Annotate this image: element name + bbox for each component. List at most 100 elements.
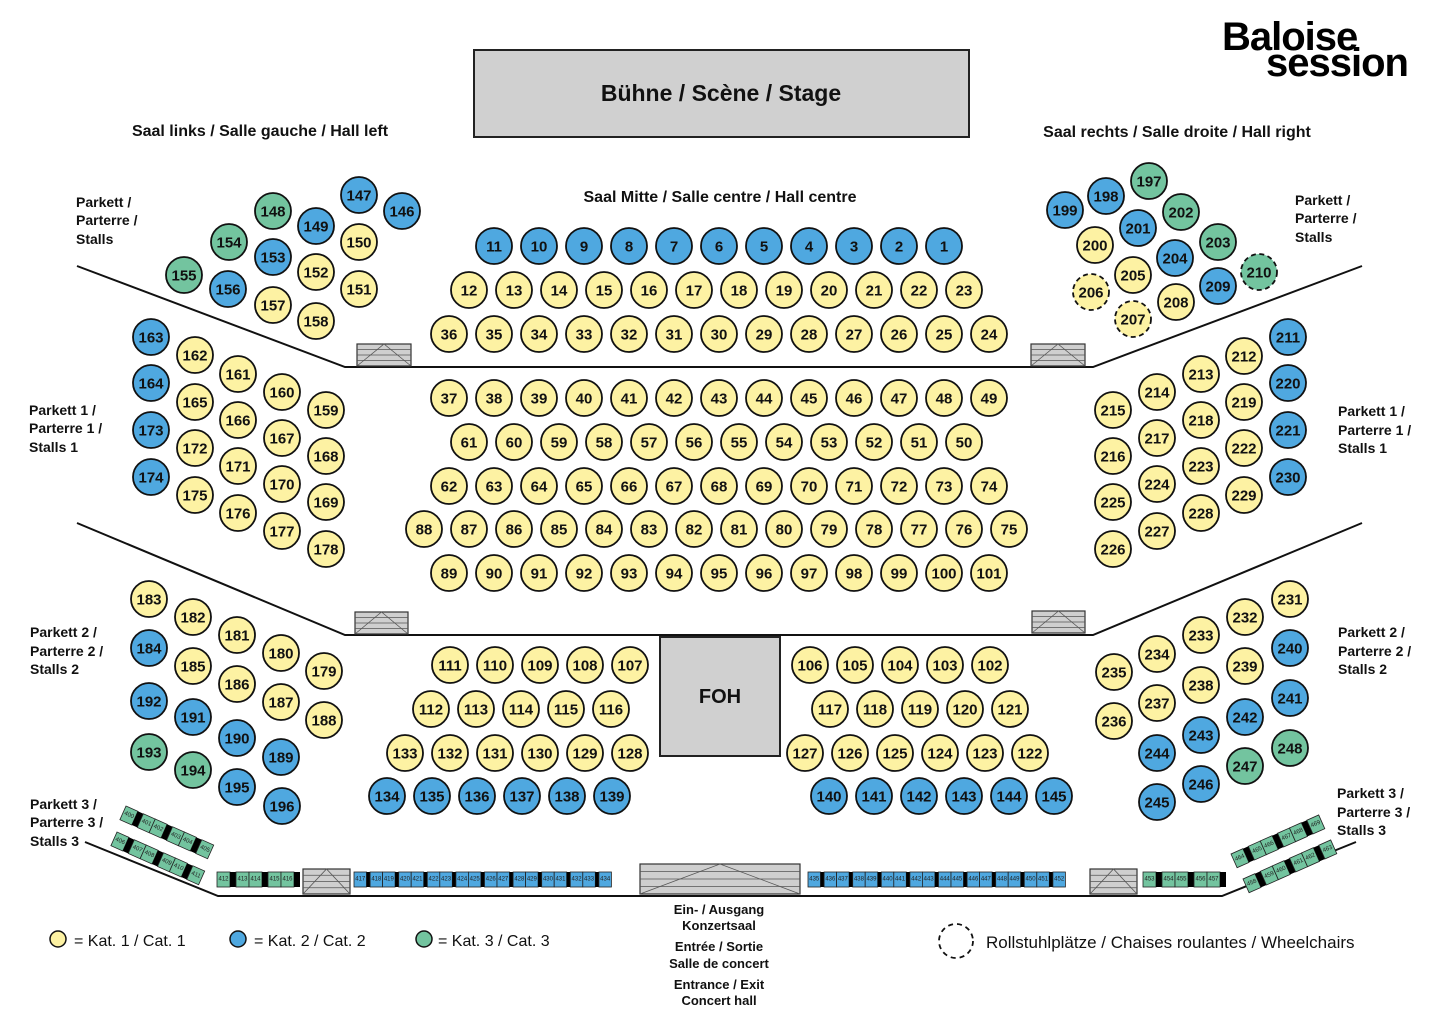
seat-426[interactable]: 426: [484, 871, 498, 888]
seat-83[interactable]: 83: [630, 510, 668, 548]
seat-circle[interactable]: [786, 734, 824, 772]
seat-6[interactable]: 6: [700, 227, 738, 265]
seat-179[interactable]: 179: [305, 652, 343, 690]
seat-circle[interactable]: [1199, 223, 1237, 261]
seat-circle[interactable]: [855, 510, 893, 548]
seat-437[interactable]: 437: [836, 871, 850, 888]
seat-circle[interactable]: [790, 379, 828, 417]
seat-64[interactable]: 64: [520, 467, 558, 505]
seat-41[interactable]: 41: [610, 379, 648, 417]
seat-458[interactable]: 458: [1242, 873, 1262, 894]
seat-circle[interactable]: [1138, 465, 1176, 503]
seat-circle[interactable]: [132, 458, 170, 496]
seat-89[interactable]: 89: [430, 554, 468, 592]
seat-420[interactable]: 420: [398, 871, 412, 888]
seat-circle[interactable]: [945, 423, 983, 461]
seat-214[interactable]: 214: [1138, 373, 1176, 411]
seat-circle[interactable]: [297, 207, 335, 245]
seat-417[interactable]: 417: [353, 871, 367, 888]
seat-424[interactable]: 424: [455, 871, 469, 888]
seat-418[interactable]: 418: [369, 871, 384, 888]
seat-127[interactable]: 127: [786, 734, 824, 772]
seat-428[interactable]: 428: [512, 871, 527, 888]
seat-circle[interactable]: [1035, 777, 1073, 815]
seat-178[interactable]: 178: [307, 530, 345, 568]
seat-54[interactable]: 54: [765, 423, 803, 461]
seat-423[interactable]: 423: [439, 871, 453, 888]
seat-circle[interactable]: [855, 423, 893, 461]
seat-85[interactable]: 85: [540, 510, 578, 548]
seat-93[interactable]: 93: [610, 554, 648, 592]
seat-circle[interactable]: [476, 734, 514, 772]
seat-circle[interactable]: [900, 271, 938, 309]
seat-431[interactable]: 431: [553, 871, 568, 888]
seat-98[interactable]: 98: [835, 554, 873, 592]
seat-circle[interactable]: [1225, 476, 1263, 514]
seat-circle[interactable]: [630, 423, 668, 461]
seat-circle[interactable]: [745, 227, 783, 265]
seat-421[interactable]: 421: [410, 871, 425, 888]
seat-210[interactable]: 210: [1240, 253, 1278, 291]
seat-102[interactable]: 102: [971, 646, 1009, 684]
seat-box[interactable]: [1271, 860, 1291, 881]
seat-circle[interactable]: [970, 467, 1008, 505]
seat-53[interactable]: 53: [810, 423, 848, 461]
seat-circle[interactable]: [297, 302, 335, 340]
seat-116[interactable]: 116: [592, 690, 630, 728]
seat-circle[interactable]: [855, 271, 893, 309]
seat-circle[interactable]: [176, 429, 214, 467]
seat-circle[interactable]: [307, 530, 345, 568]
seat-circle[interactable]: [1226, 598, 1264, 636]
seat-50[interactable]: 50: [945, 423, 983, 461]
seat-circle[interactable]: [1119, 209, 1157, 247]
seat-40[interactable]: 40: [565, 379, 603, 417]
seat-22[interactable]: 22: [900, 271, 938, 309]
seat-15[interactable]: 15: [585, 271, 623, 309]
seat-63[interactable]: 63: [475, 467, 513, 505]
seat-441[interactable]: 441: [893, 871, 907, 888]
seat-circle[interactable]: [1182, 494, 1220, 532]
seat-2[interactable]: 2: [880, 227, 918, 265]
seat-circle[interactable]: [430, 379, 468, 417]
seat-circle[interactable]: [855, 777, 893, 815]
seat-circle[interactable]: [1094, 530, 1132, 568]
seat-circle[interactable]: [566, 646, 604, 684]
seat-circle[interactable]: [745, 554, 783, 592]
seat-box[interactable]: [186, 865, 206, 886]
seat-235[interactable]: 235: [1095, 653, 1133, 691]
seat-48[interactable]: 48: [925, 379, 963, 417]
seat-circle[interactable]: [970, 379, 1008, 417]
seat-207[interactable]: 207: [1114, 300, 1152, 338]
seat-circle[interactable]: [1138, 635, 1176, 673]
seat-142[interactable]: 142: [900, 777, 938, 815]
seat-173[interactable]: 173: [132, 411, 170, 449]
seat-circle[interactable]: [219, 494, 257, 532]
seat-143[interactable]: 143: [945, 777, 983, 815]
seat-box[interactable]: [139, 844, 159, 865]
seat-circle[interactable]: [1269, 318, 1307, 356]
seat-33[interactable]: 33: [565, 315, 603, 353]
seat-47[interactable]: 47: [880, 379, 918, 417]
seat-461[interactable]: 461: [1289, 852, 1309, 873]
seat-97[interactable]: 97: [790, 554, 828, 592]
seat-452[interactable]: 452: [1052, 871, 1066, 888]
seat-159[interactable]: 159: [307, 391, 345, 429]
seat-circle[interactable]: [925, 379, 963, 417]
seat-circle[interactable]: [475, 315, 513, 353]
seat-circle[interactable]: [340, 223, 378, 261]
seat-circle[interactable]: [720, 271, 758, 309]
seat-37[interactable]: 37: [430, 379, 468, 417]
seat-11[interactable]: 11: [475, 227, 513, 265]
seat-9[interactable]: 9: [565, 227, 603, 265]
seat-circle[interactable]: [810, 777, 848, 815]
seat-180[interactable]: 180: [262, 634, 300, 672]
seat-427[interactable]: 427: [496, 871, 510, 888]
seat-7[interactable]: 7: [655, 227, 693, 265]
seat-circle[interactable]: [876, 734, 914, 772]
seat-181[interactable]: 181: [218, 616, 256, 654]
seat-171[interactable]: 171: [219, 447, 257, 485]
seat-circle[interactable]: [262, 634, 300, 672]
seat-242[interactable]: 242: [1226, 698, 1264, 736]
seat-circle[interactable]: [254, 192, 292, 230]
seat-77[interactable]: 77: [900, 510, 938, 548]
